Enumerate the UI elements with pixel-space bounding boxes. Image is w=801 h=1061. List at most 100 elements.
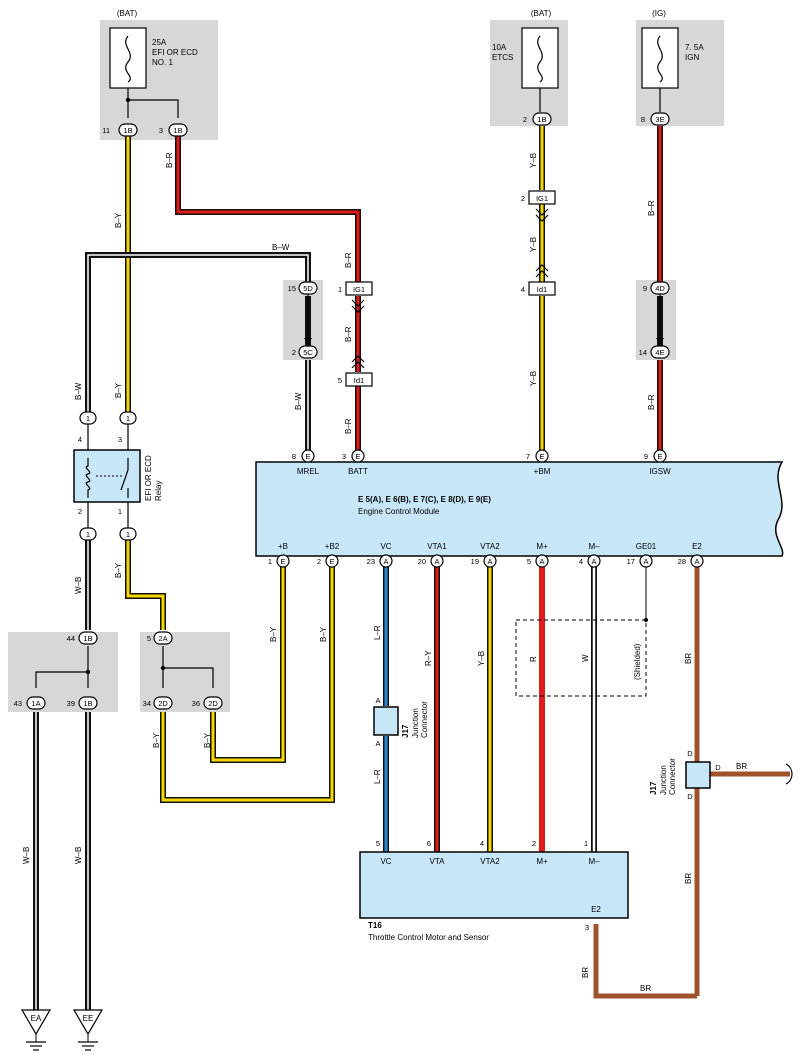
svg-text:E: E — [305, 452, 310, 461]
svg-text:3: 3 — [342, 452, 346, 461]
svg-text:1B: 1B — [537, 115, 546, 124]
ecm-pin-mplus: M+ A 5 — [527, 542, 549, 568]
svg-text:A: A — [434, 557, 439, 566]
connector-3-1b: 1B 3 — [159, 123, 188, 137]
ecm-pin-bm: E 7 +BM — [526, 449, 551, 476]
connector-44-1b: 1B 44 — [67, 631, 98, 645]
svg-text:IG1: IG1 — [353, 285, 365, 294]
throttle-box — [359, 851, 629, 919]
svg-text:W–B: W–B — [74, 847, 83, 864]
svg-text:BR: BR — [640, 984, 651, 993]
ecm-subtitle: Engine Control Module — [358, 507, 440, 516]
svg-text:Y–B: Y–B — [529, 371, 538, 386]
svg-text:B–Y: B–Y — [152, 732, 161, 748]
svg-text:14: 14 — [639, 348, 647, 357]
svg-text:M–: M– — [588, 542, 600, 551]
svg-text:1A: 1A — [31, 699, 40, 708]
svg-text:B–W: B–W — [294, 392, 303, 410]
fuse-label-etcs: ETCS — [492, 53, 513, 62]
svg-text:7: 7 — [526, 452, 530, 461]
ecm-pin-e2: E2 A 28 — [678, 542, 704, 568]
svg-text:A: A — [383, 557, 388, 566]
svg-text:4D: 4D — [655, 284, 665, 293]
svg-text:BR: BR — [581, 967, 590, 978]
svg-text:B–Y: B–Y — [114, 212, 123, 228]
source-tag-ig: (IG) — [652, 9, 666, 18]
relay-pin-2: 2 — [78, 507, 82, 516]
svg-text:BR: BR — [684, 873, 693, 884]
junction-right-side: D — [715, 763, 721, 772]
svg-text:+B2: +B2 — [325, 542, 340, 551]
svg-text:19: 19 — [471, 557, 479, 566]
relay-title: EFI OR ECD — [144, 455, 153, 501]
ecm-box — [255, 461, 784, 557]
relay-pin-4: 4 — [78, 435, 82, 444]
fuse-label-25a: 25A — [152, 38, 167, 47]
ecm-pin-vta2: VTA2 A 19 — [471, 542, 500, 568]
junction-right-code: J17 — [649, 781, 658, 795]
svg-text:1B: 1B — [123, 126, 132, 135]
svg-text:1: 1 — [338, 285, 342, 294]
connector-2-1b: 1B 2 — [523, 112, 552, 126]
svg-text:5: 5 — [376, 839, 380, 848]
svg-text:IG1: IG1 — [536, 194, 548, 203]
junction-right-name-2: Connector — [668, 758, 677, 795]
wire-bw-mrel — [85, 252, 311, 452]
relay-connector-bot-right: 1 — [119, 527, 137, 541]
svg-text:6: 6 — [427, 839, 431, 848]
ecm-pin-mrel: E 8 MREL — [292, 449, 320, 476]
connector-2-5c: 5C 2 — [292, 345, 318, 359]
svg-text:5D: 5D — [303, 284, 313, 293]
svg-text:A: A — [694, 557, 699, 566]
svg-text:5: 5 — [147, 634, 151, 643]
svg-text:R–Y: R–Y — [424, 650, 433, 666]
svg-text:15: 15 — [288, 284, 296, 293]
connector-9-4d: 4D 9 — [643, 281, 670, 295]
svg-text:A: A — [487, 557, 492, 566]
svg-text:B–R: B–R — [647, 200, 656, 216]
svg-text:8: 8 — [292, 452, 296, 461]
svg-text:VTA2: VTA2 — [480, 857, 500, 866]
svg-text:VC: VC — [380, 857, 391, 866]
svg-text:17: 17 — [627, 557, 635, 566]
ecm-title: E 5(A), E 6(B), E 7(C), E 8(D), E 9(E) — [358, 495, 491, 504]
throttle-e2-pin: 3 — [585, 923, 589, 932]
svg-text:W: W — [581, 654, 590, 662]
relay-box — [73, 449, 141, 503]
junction-right-name-1: Junction — [659, 765, 668, 795]
svg-text:W–B: W–B — [74, 577, 83, 594]
svg-text:1: 1 — [268, 557, 272, 566]
fuse-25a — [109, 27, 147, 89]
svg-text:B–Y: B–Y — [319, 626, 328, 642]
svg-text:9: 9 — [643, 284, 647, 293]
junction-left-name-2: Connector — [420, 701, 429, 738]
svg-text:Id1: Id1 — [537, 285, 547, 294]
svg-text:1: 1 — [126, 530, 130, 539]
svg-text:Y–B: Y–B — [529, 153, 538, 168]
svg-text:B–W: B–W — [74, 382, 83, 400]
svg-text:2: 2 — [317, 557, 321, 566]
svg-text:2D: 2D — [158, 699, 168, 708]
svg-text:W–B: W–B — [22, 847, 31, 864]
svg-text:R: R — [529, 656, 538, 662]
svg-text:11: 11 — [102, 126, 110, 135]
svg-text:Y–B: Y–B — [529, 237, 538, 252]
svg-text:M+: M+ — [536, 542, 548, 551]
relay-connector-bot-left: 1 — [79, 527, 97, 541]
connector-15-5d: 5D 15 — [288, 281, 318, 295]
junction-left-top: A — [375, 696, 380, 705]
throttle-code: T16 — [368, 921, 382, 930]
svg-text:20: 20 — [418, 557, 426, 566]
svg-text:2D: 2D — [208, 699, 218, 708]
connector-11-1b: 1B 11 — [102, 123, 138, 137]
junction-right-box — [685, 761, 711, 789]
svg-text:1: 1 — [584, 839, 588, 848]
junction-left-code: J17 — [401, 724, 410, 738]
svg-text:1B: 1B — [173, 126, 182, 135]
svg-text:+BM: +BM — [534, 467, 551, 476]
svg-text:VC: VC — [380, 542, 391, 551]
connector-14-4e: 4E 14 — [639, 345, 670, 359]
connector-36-2d: 2D 36 — [192, 696, 223, 710]
connector-34-2d: 2D 34 — [143, 696, 173, 710]
